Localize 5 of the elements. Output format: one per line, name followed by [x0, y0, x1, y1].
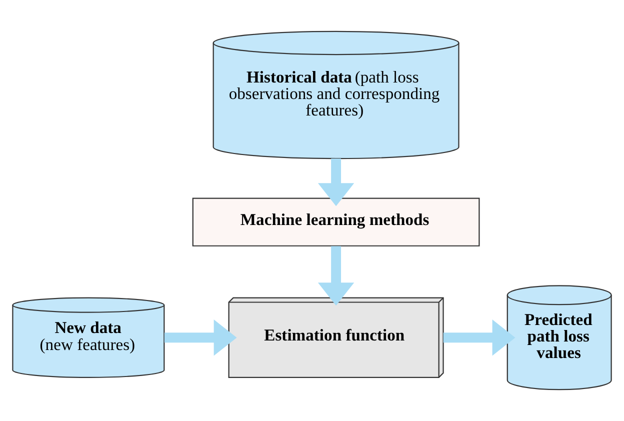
- arrow: [318, 246, 354, 306]
- node-box: Machine learning methods: [192, 198, 480, 246]
- arrow: [443, 320, 516, 356]
- arrow: [164, 320, 237, 356]
- arrow: [318, 158, 354, 206]
